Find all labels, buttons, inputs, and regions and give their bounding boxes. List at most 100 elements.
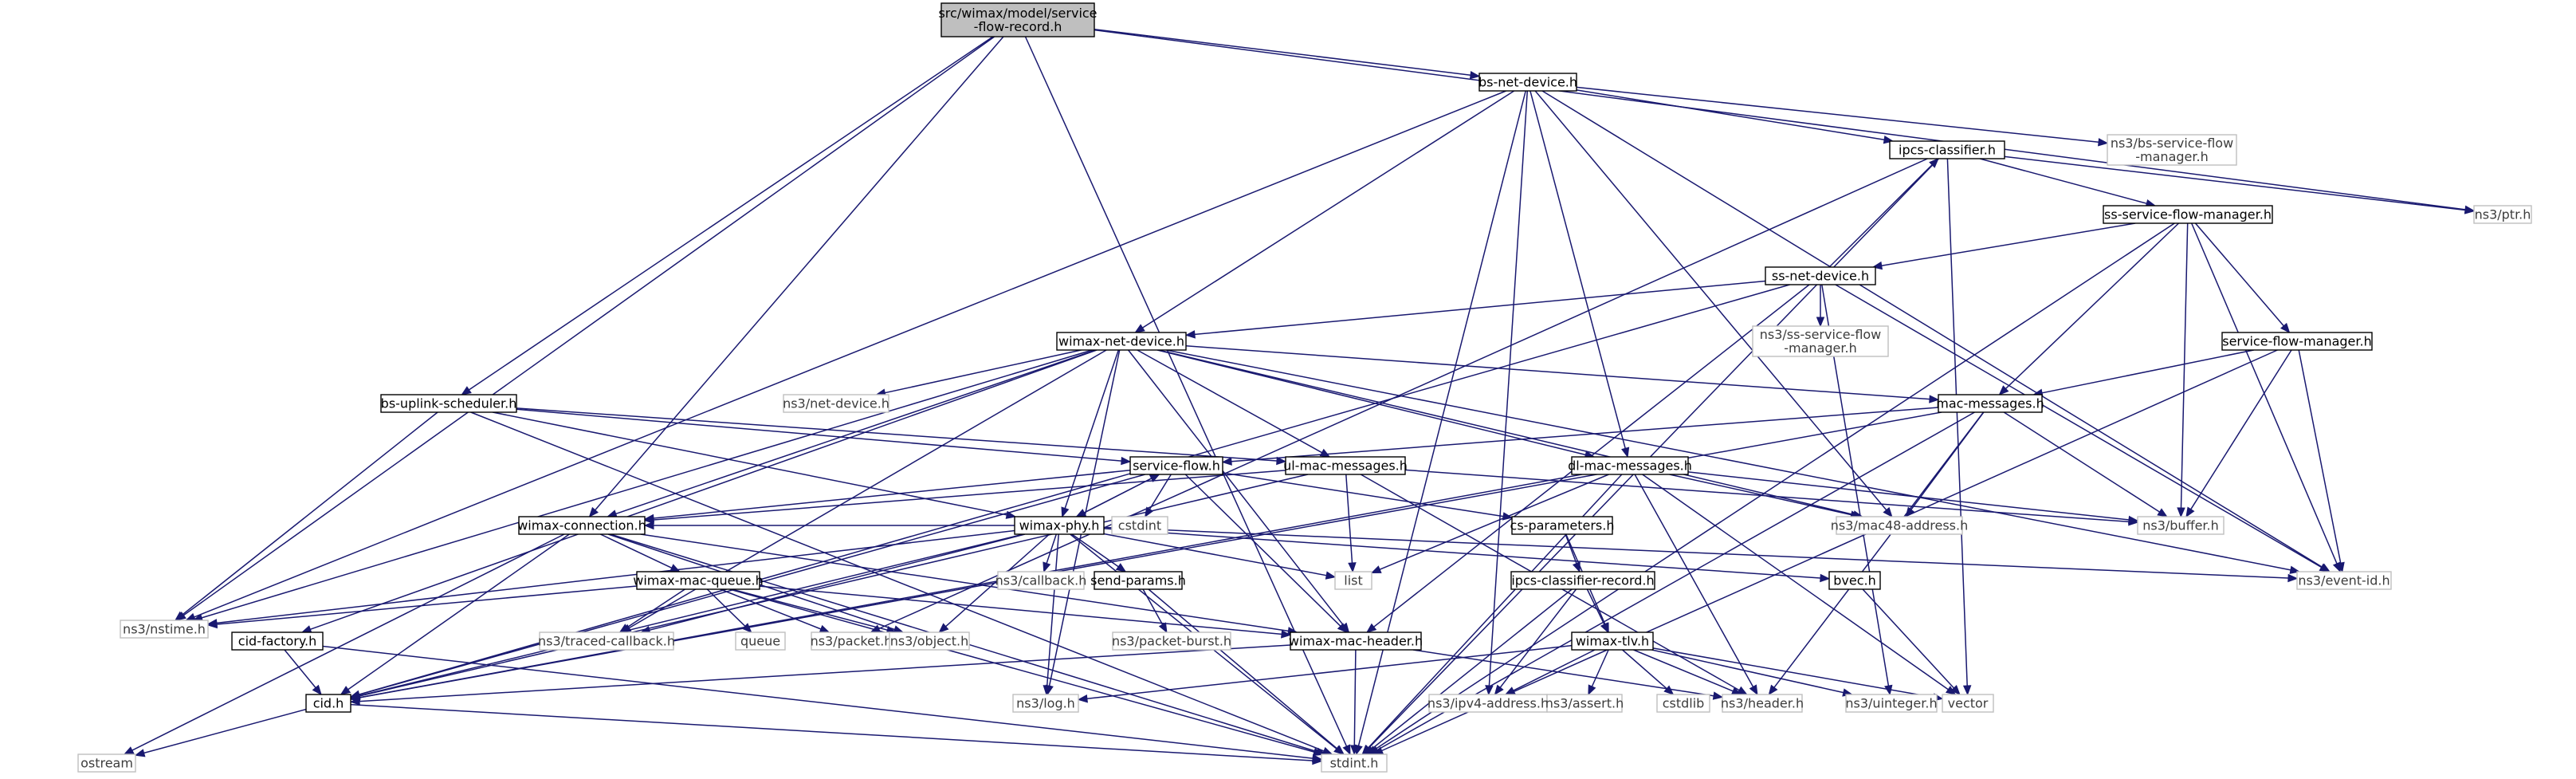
node-root[interactable]: src/wimax/model/service-flow-record.h — [938, 2, 1098, 37]
node-ulmac[interactable]: ul-mac-messages.h — [1283, 456, 1408, 475]
edge-line — [1381, 349, 2278, 752]
node-label: wimax-net-device.h — [1058, 334, 1184, 349]
node-label: dl-mac-messages.h — [1568, 458, 1692, 474]
arrowhead-icon — [461, 386, 472, 395]
arrowhead-icon — [2128, 515, 2139, 525]
edge-bvec-to-vector — [1862, 588, 1961, 695]
edge-bsup-to-stdint — [470, 411, 1333, 755]
edge-wtlv-to-assert — [1588, 649, 1609, 696]
edge-csparam-to-ipcsrec — [1565, 533, 1581, 573]
node-wconn[interactable]: wimax-connection.h — [517, 516, 646, 535]
arrowhead-icon — [1158, 622, 1168, 634]
edge-line — [1669, 474, 1852, 516]
edge-line — [1642, 474, 1949, 690]
node-cstdint: cstdint — [1111, 516, 1168, 535]
node-sfm[interactable]: service-flow-manager.h — [2221, 332, 2373, 351]
node-bvec[interactable]: bvec.h — [1828, 571, 1881, 590]
edge-ssnet-to-eventid — [1835, 284, 2331, 572]
arrowhead-icon — [1929, 158, 1939, 168]
node-assert: ns3/assert.h — [1545, 694, 1624, 713]
edge-dlmac-to-mac48 — [1669, 474, 1861, 519]
edge-sflow-to-wmh — [1184, 474, 1348, 633]
node-label: ss-net-device.h — [1772, 269, 1869, 284]
node-box — [1334, 571, 1372, 590]
node-wtlv[interactable]: wimax-tlv.h — [1571, 631, 1654, 651]
edge-line — [1148, 588, 1338, 749]
node-wphy[interactable]: wimax-phy.h — [1014, 516, 1105, 535]
node-label: ostream — [80, 756, 133, 771]
node-box — [1828, 571, 1881, 590]
edge-line — [1103, 533, 1327, 576]
node-macmsg[interactable]: mac-messages.h — [1936, 394, 2044, 413]
node-bsup[interactable]: bs-uplink-scheduler.h — [380, 394, 517, 413]
edge-dlmac-to-buffer — [1687, 471, 2139, 525]
node-label: ns3/uinteger.h — [1845, 696, 1937, 711]
arrowhead-icon — [1337, 623, 1348, 633]
node-sflow[interactable]: service-flow.h — [1129, 456, 1223, 475]
arrowhead-icon — [1077, 694, 1088, 703]
node-ipcsrec[interactable]: ipcs-classifier-record.h — [1510, 571, 1655, 590]
edge-line — [1166, 349, 2291, 571]
node-wnet[interactable]: wimax-net-device.h — [1056, 332, 1187, 351]
node-box — [1752, 325, 1889, 357]
node-ptr: ns3/ptr.h — [2473, 205, 2532, 224]
node-dlmac[interactable]: dl-mac-messages.h — [1568, 456, 1692, 475]
node-box — [1836, 516, 1963, 535]
edge-line — [599, 533, 673, 569]
node-label: send-params.h — [1090, 573, 1186, 588]
edge-ipcs-to-ptr — [2004, 155, 2476, 214]
arrowhead-icon — [741, 623, 752, 633]
edge-wnet-to-wphy — [1061, 349, 1120, 518]
node-bsnet[interactable]: bs-net-device.h — [1478, 73, 1577, 92]
arrowhead-icon — [174, 611, 186, 621]
edge-line — [1534, 90, 1887, 511]
arrowhead-icon — [643, 521, 654, 530]
edge-bsnet-to-nstime — [185, 90, 1506, 621]
edge-wconn-to-wqueue — [599, 533, 681, 572]
node-sendp[interactable]: send-params.h — [1090, 571, 1186, 590]
edge-wnet-to-dlmac — [1156, 349, 1596, 459]
edge-root-to-stdint — [1024, 36, 1351, 756]
node-cidfac[interactable]: cid-factory.h — [231, 631, 324, 651]
node-box — [1571, 456, 1689, 475]
edge-line — [720, 588, 822, 630]
edge-wphy-to-wconn — [643, 521, 1015, 530]
node-label: ns3/net-device.h — [783, 396, 889, 411]
node-box — [1845, 694, 1938, 713]
node-box — [1478, 73, 1577, 92]
node-csparam[interactable]: cs-parameters.h — [1510, 516, 1615, 535]
arrowhead-icon — [1348, 562, 1357, 573]
node-label: queue — [740, 634, 780, 649]
node-packet: ns3/packet.h — [811, 631, 892, 651]
edge-line — [2298, 349, 2342, 564]
node-box — [1510, 571, 1655, 590]
arrowhead-icon — [1313, 747, 1324, 756]
node-ipcs[interactable]: ipcs-classifier.h — [1889, 140, 2005, 159]
edge-line — [194, 90, 1506, 618]
node-ssnet[interactable]: ss-net-device.h — [1765, 266, 1876, 285]
node-label: ns3/assert.h — [1545, 696, 1624, 711]
edge-line — [2190, 349, 2292, 510]
edge-bsnet-to-bssfm — [1576, 86, 2109, 147]
edge-sssfm-to-macmsg — [1998, 222, 2180, 395]
arrowhead-icon — [2336, 561, 2345, 573]
edge-line — [1376, 411, 1975, 751]
node-wqueue[interactable]: wimax-mac-queue.h — [633, 571, 764, 590]
arrowhead-icon — [123, 746, 135, 755]
node-header: ns3/header.h — [1721, 694, 1804, 713]
arrowhead-icon — [1816, 317, 1825, 328]
node-sssfm[interactable]: ss-service-flow-manager.h — [2103, 205, 2273, 224]
arrowhead-icon — [1469, 71, 1481, 80]
edge-line — [1156, 349, 1586, 456]
arrowhead-icon — [1820, 573, 1831, 583]
node-cid[interactable]: cid.h — [305, 694, 351, 713]
arrowhead-icon — [1768, 684, 1778, 696]
arrowhead-icon — [340, 686, 351, 695]
arrowhead-icon — [1621, 447, 1630, 458]
arrowhead-icon — [2098, 138, 2109, 147]
node-label: ns3/buffer.h — [2142, 518, 2219, 533]
node-wmh[interactable]: wimax-mac-header.h — [1289, 631, 1423, 651]
edge-ipcsrec-to-stdint — [1364, 588, 1573, 755]
arrowhead-icon — [670, 564, 681, 572]
node-box — [1285, 456, 1406, 475]
